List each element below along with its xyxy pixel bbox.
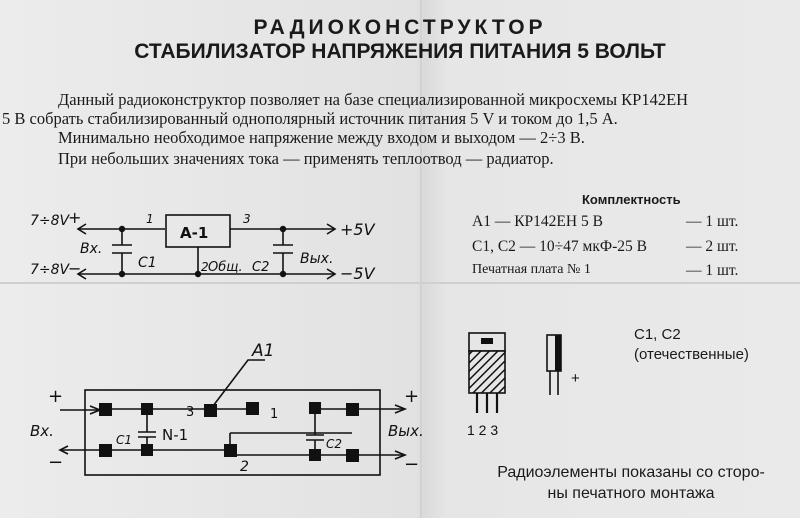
pcb-pad: [346, 403, 359, 416]
pcb-n1-label: N-1: [162, 426, 188, 444]
pcb-pad: [224, 444, 237, 457]
pcb-minus-left: −: [48, 452, 63, 473]
pcb-pin3-label: 3: [186, 405, 194, 420]
kit-item-qty: — 1 шт.: [686, 262, 739, 279]
chip-pin-numbers: 1 2 3: [467, 422, 498, 438]
schematic-c2-label: С2: [252, 260, 269, 275]
schematic-input-minus-label: 7÷8V: [30, 262, 71, 278]
pcb-pad: [99, 444, 112, 457]
schematic-input-plus-label: 7÷8V: [30, 213, 71, 229]
pcb-minus-right: −: [404, 454, 419, 475]
pcb-pin1-label: 1: [270, 407, 278, 422]
capacitor-drawing: [546, 334, 562, 395]
schematic-common-label: Общ.: [208, 260, 243, 275]
pcb-pad: [309, 449, 321, 461]
circuit-schematic: 7÷8V + 7÷8V − А-1 1 2 3 +5V −5V Вх. С1 О…: [30, 208, 376, 283]
pcb-pad: [346, 449, 359, 462]
schematic-pin2-label: 2: [201, 260, 209, 274]
pcb-pad: [246, 402, 259, 415]
kit-item-name: А1 — КР142ЕН 5 В: [472, 213, 603, 230]
intro-line-3: Минимально необходимое напряжение между …: [58, 128, 585, 147]
schematic-output-plus-label: +5V: [340, 220, 376, 239]
capacitor-label: С1, С2: [634, 326, 681, 343]
kit-item-name: Печатная плата № 1: [472, 262, 591, 277]
capacitor-plus-sign: +: [571, 370, 580, 387]
schematic-input-label: Вх.: [80, 241, 102, 257]
document-title: РАДИОКОНСТРУКТОР: [253, 16, 547, 39]
pcb-a1-label: А1: [251, 341, 274, 361]
pcb-pad: [141, 444, 153, 456]
note-line-1: Радиоэлементы показаны со сторо-: [497, 464, 765, 481]
fold-line-vertical: [420, 0, 422, 518]
schematic-output-label: Вых.: [300, 251, 333, 267]
kit-title: Комплектность: [582, 192, 681, 207]
pcb-pad: [204, 404, 217, 417]
intro-line-2: 5 В собрать стабилизированный однополярн…: [2, 109, 618, 128]
pcb-pin2-label: 2: [240, 459, 249, 475]
pcb-a1-leader: [209, 359, 265, 411]
intro-line-1: Данный радиоконструктор позволяет на баз…: [58, 90, 689, 109]
pcb-plus-left: +: [48, 386, 63, 407]
pcb-board-outline: [84, 389, 381, 476]
pcb-c1-label: С1: [116, 433, 132, 447]
pcb-plus-right: +: [404, 386, 419, 407]
schematic-pin3-label: 3: [243, 212, 251, 226]
note-line-2: ны печатного монтажа: [547, 485, 715, 502]
schematic-chip-label: А-1: [180, 224, 208, 242]
capacitor-note: (отечественные): [634, 346, 749, 363]
pcb-pad: [141, 403, 153, 415]
fold-line-horizontal: [0, 282, 800, 284]
schematic-pin1-label: 1: [146, 212, 154, 226]
document-subtitle: СТАБИЛИЗАТОР НАПРЯЖЕНИЯ ПИТАНИЯ 5 ВОЛЬТ: [134, 40, 666, 63]
schematic-minus-sign: −: [68, 259, 81, 278]
schematic-c1-label: С1: [138, 255, 157, 271]
kit-item-qty: — 1 шт.: [686, 213, 739, 230]
intro-line-4: При небольших значениях тока — применять…: [58, 149, 554, 168]
pcb-c2-label: С2: [326, 437, 342, 451]
pcb-pad: [99, 403, 112, 416]
pcb-pad: [309, 402, 321, 414]
pcb-input-label: Вх.: [30, 422, 54, 440]
schematic-output-minus-label: −5V: [340, 264, 376, 283]
pcb-output-label: Вых.: [388, 422, 424, 440]
kit-item-qty: — 2 шт.: [686, 238, 739, 255]
component-drawings: 1 2 3 +: [467, 332, 580, 438]
regulator-chip-drawing: [468, 332, 506, 413]
schematic-plus-sign: +: [68, 208, 81, 227]
pcb-layout-diagram: А1 + − Вх. 3 1 2 С1 N-1 С2 + − Вых.: [30, 341, 424, 476]
kit-item-name: С1, С2 — 10÷47 мкФ-25 В: [472, 238, 648, 255]
